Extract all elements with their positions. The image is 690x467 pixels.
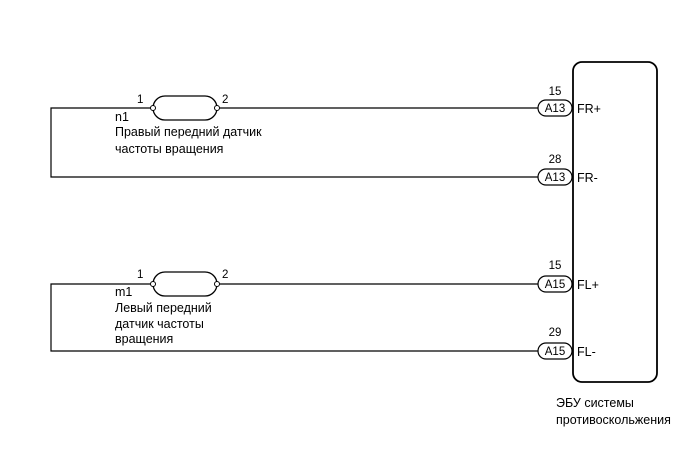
connector-fr-minus-pin: 28 bbox=[549, 154, 562, 166]
sensor-right-front-pin-2: 2 bbox=[222, 94, 228, 106]
sensor-left-front-id: m1 bbox=[115, 285, 132, 299]
sensor-right-front-terminal-1 bbox=[150, 105, 156, 111]
wiring-right-sensor bbox=[50, 107, 538, 178]
ecu-name-line-2: противоскольжения bbox=[556, 413, 671, 427]
sensor-left-front-body bbox=[152, 271, 218, 297]
sensor-right-front: 1 2 n1 Правый передний датчик частоты вр… bbox=[115, 94, 262, 156]
connector-fl-minus: A15 29 FL- bbox=[537, 327, 596, 360]
sensor-right-front-name-line-2: частоты вращения bbox=[115, 142, 223, 156]
sensor-right-front-body bbox=[152, 95, 218, 121]
sensor-right-front-name-line-1: Правый передний датчик bbox=[115, 125, 262, 139]
sensor-left-front-pin-2: 2 bbox=[222, 269, 228, 281]
connector-fr-plus-code: A13 bbox=[545, 103, 565, 115]
connector-fr-plus: A13 15 FR+ bbox=[537, 86, 601, 117]
sensor-left-front-terminal-2 bbox=[214, 281, 220, 287]
wiring-left-sensor bbox=[50, 283, 538, 352]
sensor-right-front-id: n1 bbox=[115, 110, 129, 124]
sensor-left-front-name-line-1: Левый передний bbox=[115, 301, 212, 315]
connector-fr-minus-code: A13 bbox=[545, 172, 565, 184]
connector-fl-plus: A15 15 FL+ bbox=[537, 260, 599, 293]
connector-fl-plus-pin: 15 bbox=[549, 260, 562, 272]
connector-fr-plus-pin: 15 bbox=[549, 86, 562, 98]
connector-fr-minus-signal: FR- bbox=[577, 171, 598, 185]
connector-fr-plus-tag bbox=[537, 99, 573, 117]
connector-fr-minus-tag bbox=[537, 168, 573, 186]
connector-fl-plus-signal: FL+ bbox=[577, 278, 599, 292]
connector-fl-minus-signal: FL- bbox=[577, 345, 596, 359]
sensor-right-front-pin-1: 1 bbox=[137, 94, 143, 106]
sensor-left-front: 1 2 m1 Левый передний датчик частоты вра… bbox=[115, 269, 228, 346]
connector-fr-plus-signal: FR+ bbox=[577, 102, 601, 116]
connector-fl-plus-tag bbox=[537, 275, 573, 293]
sensor-left-front-name-line-3: вращения bbox=[115, 332, 173, 346]
ecu-box bbox=[572, 61, 658, 383]
sensor-right-front-terminal-2 bbox=[214, 105, 220, 111]
wire-fl-minus bbox=[50, 283, 538, 352]
connector-fr-minus: A13 28 FR- bbox=[537, 154, 598, 186]
sensor-left-front-terminal-1 bbox=[150, 281, 156, 287]
wire-fr-plus bbox=[50, 107, 538, 178]
sensor-left-front-pin-1: 1 bbox=[137, 269, 143, 281]
connector-fl-minus-tag bbox=[537, 342, 573, 360]
connector-fl-minus-code: A15 bbox=[545, 346, 565, 358]
sensor-left-front-name-line-2: датчик частоты bbox=[115, 317, 204, 331]
connector-fl-plus-code: A15 bbox=[545, 279, 565, 291]
ecu-name-line-1: ЭБУ системы bbox=[556, 396, 634, 410]
connector-fl-minus-pin: 29 bbox=[549, 327, 562, 339]
